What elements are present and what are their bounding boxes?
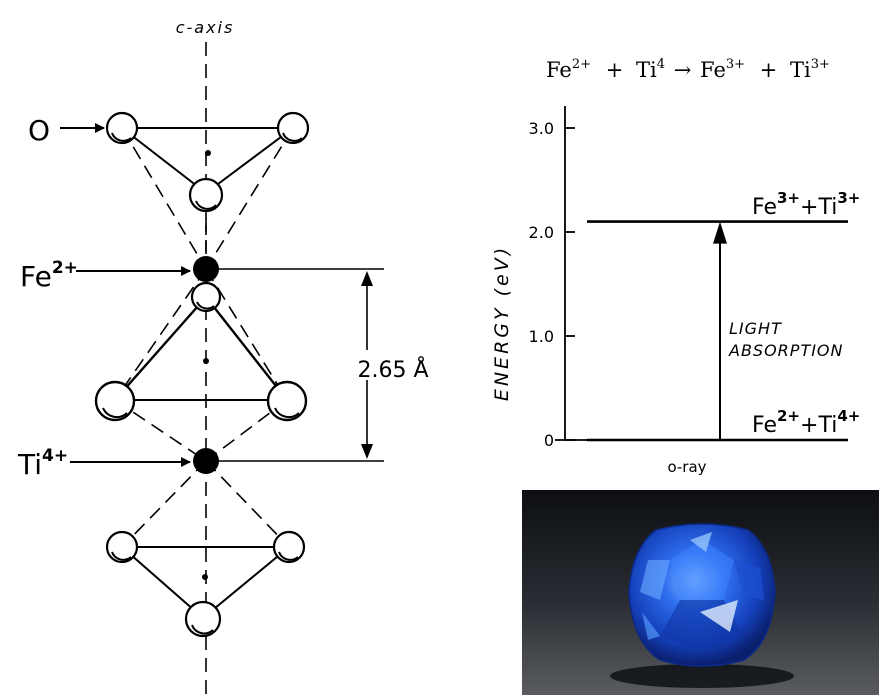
oxygen-atom <box>105 111 139 145</box>
y-tick-label: 0 <box>544 431 554 450</box>
energy-level-diagram: 3.0 2.0 1.0 0 ENERGY (eV) Fe3++Ti3+ Fe2++Ti… <box>491 106 860 476</box>
oxygen-atom <box>272 530 306 564</box>
y-axis-ticks: 3.0 2.0 1.0 0 <box>529 119 575 450</box>
oxygen-atom <box>188 177 224 213</box>
ti-atom <box>193 448 219 474</box>
y-tick-label: 1.0 <box>529 327 554 346</box>
center-dot <box>203 358 209 364</box>
upper-level-label: Fe3++Ti3+ <box>752 189 860 220</box>
fe-atom <box>193 256 219 282</box>
oxygen-atom <box>94 380 136 422</box>
oxygen-atom <box>105 530 139 564</box>
oxygen-atom <box>266 380 308 422</box>
top-oxygen-triangle <box>105 111 310 270</box>
bottom-oxygen-triangle <box>105 460 306 638</box>
middle-oxygen-triangle <box>94 268 308 462</box>
oxygen-atom <box>276 111 310 145</box>
oxygen-atom <box>190 281 222 313</box>
ti-label: Ti4+ <box>17 446 68 481</box>
center-dot <box>205 150 211 156</box>
y-tick-label: 2.0 <box>529 223 554 242</box>
crystal-structure-diagram: c-axis <box>17 18 446 695</box>
oxygen-label: O <box>28 114 50 147</box>
transition-label-line1: LIGHT <box>729 319 782 338</box>
transition-label-line2: ABSORPTION <box>728 341 844 360</box>
center-dot <box>202 574 208 580</box>
oxygen-atom <box>184 600 222 638</box>
lower-level-label: Fe2++Ti4+ <box>752 407 860 438</box>
c-axis-label: c-axis <box>176 18 235 37</box>
y-axis-label: ENERGY (eV) <box>491 245 513 401</box>
distance-label: 2.65 Å <box>357 356 428 383</box>
y-tick-label: 3.0 <box>529 119 554 138</box>
absorption-arrow-head <box>713 221 727 244</box>
gem-facets <box>640 532 764 652</box>
fe-label: Fe2+ <box>20 258 78 293</box>
sapphire-photo <box>522 490 879 695</box>
reaction-equation: Fe2+ + Ti4 → Fe3+ + Ti3+ <box>546 49 830 82</box>
x-axis-label: o-ray <box>667 458 706 476</box>
stone-shadow <box>610 664 794 688</box>
